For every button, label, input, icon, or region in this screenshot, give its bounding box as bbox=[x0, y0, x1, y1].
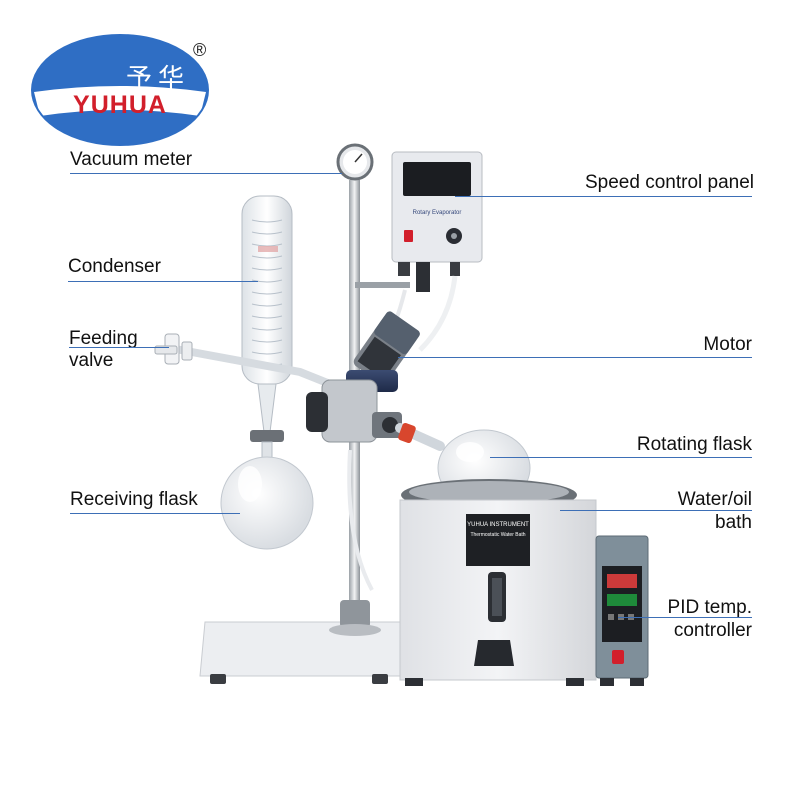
leader-line-vacuum-meter bbox=[70, 173, 342, 174]
motor-assembly bbox=[306, 311, 420, 443]
label-pid-line1: PID temp. bbox=[667, 597, 752, 618]
label-vacuum-meter: Vacuum meter bbox=[70, 149, 193, 170]
logo-chinese-text: 予华 bbox=[125, 64, 190, 94]
brand-logo bbox=[31, 34, 209, 146]
receiving-flask bbox=[220, 441, 314, 550]
speed-control-box: Rotary Evaporator bbox=[391, 151, 483, 292]
vacuum-gauge bbox=[336, 143, 374, 181]
label-speed-control-panel: Speed control panel bbox=[584, 172, 754, 193]
pid-controller bbox=[595, 535, 649, 686]
leader-line-water-oil-bath bbox=[560, 510, 752, 511]
label-pid-line2: controller bbox=[673, 620, 752, 641]
bath-plate-line2: Thermostatic Water Bath bbox=[470, 532, 525, 538]
water-oil-bath: YUHUA INSTRUMENT Thermostatic Water Bath bbox=[399, 479, 597, 686]
label-feeding-valve-line1: Feeding bbox=[69, 328, 138, 349]
leader-line-pid-controller bbox=[618, 617, 752, 618]
label-motor: Motor bbox=[703, 334, 752, 355]
label-water-oil-bath-line2: bath bbox=[715, 512, 752, 533]
registered-mark: ® bbox=[193, 40, 207, 60]
leader-line-motor bbox=[398, 357, 752, 358]
feeding-valve bbox=[154, 333, 334, 388]
condenser bbox=[241, 195, 293, 433]
leader-line-rotating-flask bbox=[490, 457, 752, 458]
power-switch-icon bbox=[404, 230, 413, 242]
label-water-oil-bath-line1: Water/oil bbox=[677, 489, 752, 510]
leader-line-speed-control-panel bbox=[455, 196, 752, 197]
leader-line-receiving-flask bbox=[70, 513, 240, 514]
bath-plate-line1: YUHUA INSTRUMENT bbox=[467, 522, 529, 528]
label-rotating-flask: Rotating flask bbox=[636, 434, 752, 455]
label-condenser: Condenser bbox=[68, 256, 161, 277]
label-receiving-flask: Receiving flask bbox=[70, 489, 198, 510]
leader-line-feeding-valve bbox=[69, 347, 169, 348]
panel-title: Rotary Evaporator bbox=[413, 210, 462, 216]
label-feeding-valve-line2: valve bbox=[69, 350, 114, 371]
leader-line-condenser bbox=[68, 281, 258, 282]
logo-brand-text: YUHUA bbox=[73, 91, 167, 119]
